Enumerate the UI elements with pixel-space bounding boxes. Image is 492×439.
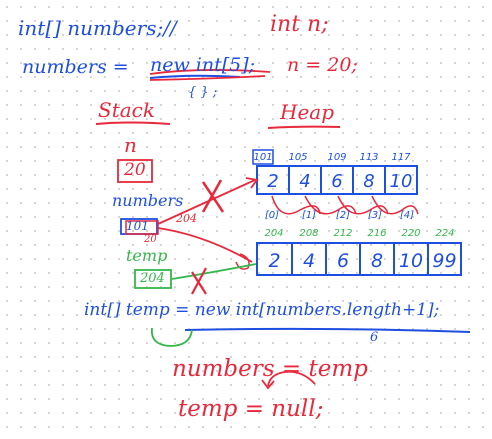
array2-address: 220 [401, 228, 421, 239]
array1-index: [4] [399, 210, 415, 221]
length-note: 6 [370, 330, 379, 345]
stack-heading: Stack [98, 98, 155, 122]
array2-value: 99 [432, 250, 457, 272]
array1-value: 8 [363, 171, 375, 192]
code-line1: int[] numbers;// [18, 16, 177, 40]
copy-loop-3 [337, 195, 389, 215]
array1-index: [0] [264, 210, 280, 221]
temp-pointer-cross [191, 267, 207, 295]
n-assignment: n = 20; [287, 54, 358, 76]
address-101-box [252, 149, 274, 165]
numbers-value: 101 [126, 219, 149, 233]
temp-bracket [150, 327, 193, 347]
array1-address: 113 [359, 152, 379, 163]
n-label: n [124, 133, 137, 157]
array2-value: 4 [302, 250, 316, 272]
numbers-to-array2-arrow [157, 227, 253, 263]
array2-value: 8 [370, 250, 384, 272]
array1-value: 2 [267, 171, 279, 192]
numbers-new-address: 204 [176, 212, 197, 225]
n-value: 20 [124, 160, 146, 180]
array1-value: 10 [389, 171, 413, 192]
temp-value: 204 [140, 271, 165, 286]
code-line2-new: new int[5]; [150, 54, 256, 76]
array2-address: 204 [264, 228, 284, 239]
copy-loop-4 [371, 195, 419, 215]
temp-box [134, 269, 172, 289]
new-int-strike-1 [149, 69, 271, 75]
array1-address: 101 [253, 152, 273, 163]
new-int-line-underline [184, 327, 471, 333]
array1-index: [3] [367, 210, 383, 221]
copy-loop-2 [304, 195, 357, 215]
code-line2-braces: { } ; [188, 85, 218, 100]
assignment-numbers-temp: numbers = temp [172, 356, 368, 382]
code-line2-left: numbers = [22, 56, 129, 78]
int-n-declaration: int n; [270, 12, 329, 37]
array1-address: 109 [327, 152, 347, 163]
copy-loop-1 [271, 195, 321, 215]
array2-address: 212 [333, 228, 353, 239]
array1-value: 6 [331, 171, 343, 192]
array1-index: [1] [301, 210, 317, 221]
old-pointer-cross [201, 179, 225, 213]
array2-address: 224 [435, 228, 455, 239]
array1-address: 117 [391, 152, 411, 163]
array2-value: 2 [268, 250, 281, 272]
array2-value: 10 [398, 250, 424, 272]
temp-to-array2-arrow [171, 263, 257, 280]
heap-heading: Heap [280, 100, 335, 124]
array2-address: 216 [367, 228, 387, 239]
assignment-temp-null: temp = null; [178, 396, 324, 422]
code-line3: int[] temp = new int[numbers.length+1]; [84, 300, 440, 320]
heap-underline [267, 125, 341, 129]
numbers-to-array1-arrow [157, 179, 256, 225]
numbers-note: 20 [144, 234, 157, 245]
numbers-box-red [125, 220, 159, 235]
array1-index: [2] [335, 210, 351, 221]
array1-value: 4 [299, 171, 311, 192]
array2-address: 208 [299, 228, 319, 239]
array2-value: 6 [336, 250, 350, 272]
new-int-strike-2 [149, 75, 266, 81]
numbers-label: numbers [112, 191, 184, 210]
array1-address: 105 [288, 152, 308, 163]
temp-to-numbers-curve [267, 370, 316, 387]
temp-label: temp [126, 246, 168, 265]
new-int-underline [149, 74, 241, 79]
stack-underline [95, 121, 171, 125]
n-box [117, 159, 153, 183]
